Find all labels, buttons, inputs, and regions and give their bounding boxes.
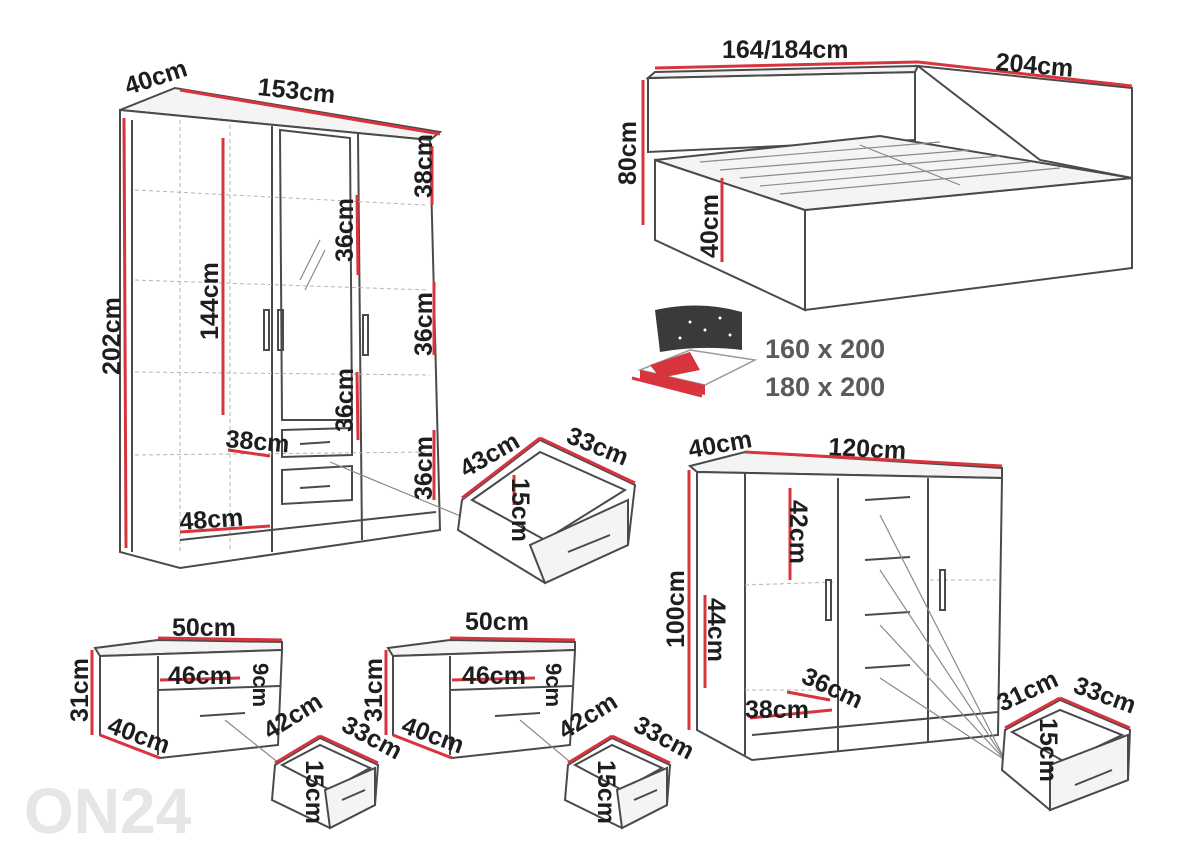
nightstand-right-drawer-height-label: 9cm [541,663,566,707]
nightstand-left-drawer-height-label: 9cm [248,663,273,707]
wardrobe-drawer-handle [567,534,611,553]
wardrobe-height-label: 202cm [98,297,126,375]
nightstand-left-width-label: 50cm [172,614,236,642]
wardrobe-inner-drawer-1 [281,426,353,459]
dresser-handle-right [939,569,946,611]
bed-headboard-height-label: 80cm [614,121,642,185]
nightstand-left: 50cm 46cm 9cm 31cm 40cm [66,614,291,773]
dresser: 40cm 120cm 100cm 42cm 44cm 36cm 38cm [662,425,1006,762]
wardrobe-handle-center [277,309,284,351]
nightstand-right: 50cm 46cm 9cm 31cm 40cm [360,608,583,773]
mattress-size-1: 160 x 200 [765,334,885,364]
dresser-drawer-detail: 31cm 33cm 15cm [993,665,1140,812]
nightstand-right-drawer-height-label: 15cm [592,760,620,824]
wardrobe-mirror [278,128,354,421]
wardrobe-drawer-height-label: 15cm [506,478,534,542]
dresser-lower-shelf-label: 44cm [702,598,730,662]
bed-width-label: 164/184cm [722,36,849,64]
nightstand-right-inner-width-label: 46cm [462,662,526,690]
wardrobe-shelf-right-label: 36cm [410,292,438,356]
wardrobe-door-height-label: 144cm [196,262,224,340]
wardrobe-handle-left [263,309,270,351]
wardrobe: 40cm 153cm 202cm 38cm 36cm 144cm 36cm 36… [98,54,471,570]
wardrobe-bottom-shelf-label: 36cm [410,436,438,500]
mattress-icon [631,305,758,398]
dresser-drawer-height-label: 15cm [1034,718,1062,782]
nightstand-left-height-label: 31cm [66,658,94,722]
nightstand-left-inner-width-label: 46cm [168,662,232,690]
nightstand-right-drawer-detail: 42cm 33cm 15cm [553,687,699,830]
wardrobe-mirror-shelf-label: 36cm [331,198,359,262]
dresser-drawer-handle-2 [864,556,911,561]
dresser-handle-left [825,579,832,621]
dresser-upper-shelf-label: 42cm [784,500,812,564]
nightstand-right-width-label: 50cm [465,608,529,636]
wardrobe-inner-width-label: 38cm [224,425,290,458]
dresser-width-label: 120cm [828,433,907,465]
wardrobe-drawer-detail: 43cm 33cm 15cm [455,422,637,585]
wardrobe-top-shelf-label: 38cm [410,134,438,198]
bed: 164/184cm 204cm 80cm 40cm [614,36,1133,312]
bed-frame-height-label: 40cm [696,194,724,258]
nightstand-left-drawer-height-label: 15cm [300,760,328,824]
dresser-height-label: 100cm [662,570,690,648]
wardrobe-handle-right [362,314,369,356]
dresser-drawer-handle-4 [864,664,911,669]
mattress-size-2: 180 x 200 [765,372,885,402]
wardrobe-base-width-label: 48cm [178,504,244,536]
on24-logo: ON24 [24,775,192,847]
wardrobe-front [119,108,442,570]
dresser-drawer-handle-3 [864,611,911,616]
wardrobe-door-divider-right [357,133,363,541]
dresser-inner-width-label: 38cm [745,696,809,724]
nightstand-left-handle [199,712,246,717]
wardrobe-inner-drawer-2 [281,464,353,506]
wardrobe-mirror-lower-label: 36cm [331,368,359,432]
nightstand-right-handle [494,712,541,717]
nightstand-right-height-label: 31cm [360,658,388,722]
dresser-front [696,470,1004,762]
dresser-drawer-handle-1 [864,496,911,501]
bed-length-label: 204cm [994,48,1074,83]
